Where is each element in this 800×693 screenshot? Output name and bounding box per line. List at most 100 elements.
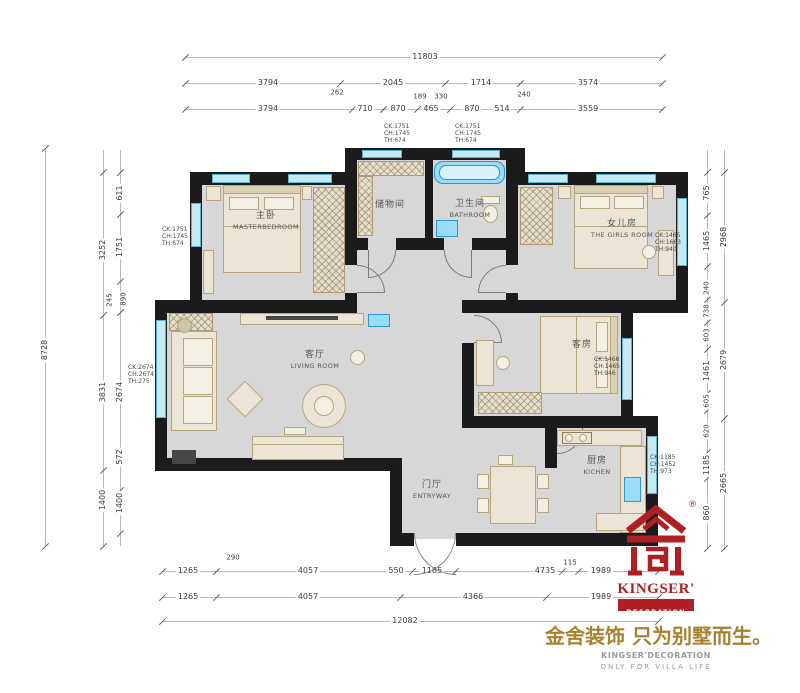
dim-bottom: 115: [561, 558, 579, 567]
wall: [627, 300, 688, 313]
dim-bottom: 1989: [588, 566, 614, 575]
dim-left: 3252: [98, 237, 107, 263]
dim-right: 2968: [719, 224, 728, 250]
piano: [252, 436, 344, 460]
side-table: [350, 350, 365, 365]
window-tag-line: CH:1745: [162, 233, 188, 241]
room-label-kitchen-cn: 厨房: [586, 456, 608, 466]
room-label-entry-en: ENTRYWAY: [412, 491, 452, 500]
window-guest-right: [622, 338, 632, 400]
wall: [155, 458, 402, 471]
dim-tick: [720, 544, 729, 553]
dim-tick: [703, 544, 712, 553]
window-master-top-2: [288, 174, 332, 183]
dim-bottom: 4735: [532, 566, 558, 575]
dim-left: 1400: [115, 490, 124, 516]
dim-right: 620: [702, 422, 711, 440]
window-tag-living-left: CK:2674 CH:2674 TH:275: [128, 364, 154, 386]
dim-right: 603: [702, 326, 711, 344]
kitchen-counter-top: [557, 430, 642, 446]
master-pillow: [229, 197, 259, 210]
master-dresser: [203, 250, 214, 294]
door-leaf-girls: [478, 292, 506, 293]
kingser-emblem: [624, 504, 688, 577]
slogan-en: KINGSER'DECORATION: [601, 651, 711, 660]
dim-bottom: 4057: [295, 566, 321, 575]
room-label-storage-cn: 储物间: [374, 200, 406, 210]
dim-left-total: 8728: [40, 337, 49, 363]
slogan-tag: ONLY FOR VILLA LIFE: [600, 663, 712, 671]
plant: [177, 318, 192, 333]
sofa-cushion: [183, 396, 213, 424]
slogan-cn: 金舍装饰 只为别墅而生。: [545, 624, 772, 648]
coffee-table-inner: [314, 396, 334, 416]
dim-right: 765: [702, 183, 711, 203]
dim-line: [185, 83, 662, 84]
room-label-kitchen: 厨房 KICHEN: [584, 456, 611, 476]
girls-chair: [642, 245, 656, 259]
dim-top: 330: [432, 92, 450, 101]
girls-nightstand-left: [558, 186, 571, 199]
wall: [472, 238, 506, 250]
wall: [462, 300, 627, 313]
dim-tick: [658, 53, 667, 62]
dim-tick: [41, 542, 50, 551]
room-label-master-cn: 主卧: [255, 211, 276, 221]
guest-wardrobe: [478, 392, 542, 414]
dining-chair: [477, 474, 489, 489]
sofa-cushion: [183, 367, 213, 395]
girls-wardrobe: [520, 187, 553, 245]
room-label-living-cn: 客厅: [304, 350, 325, 360]
girls-nightstand-right: [652, 186, 664, 199]
storage-shelf-top: [358, 161, 424, 176]
guest-chair: [496, 356, 510, 370]
window-girls-top-1: [528, 174, 568, 183]
toilet-tank: [481, 196, 500, 204]
dim-top: 710: [355, 104, 375, 113]
wall: [506, 160, 518, 265]
dim-top: 3794: [255, 78, 281, 87]
dim-top: 514: [492, 104, 512, 113]
room-label-bathroom-cn: 卫生间: [454, 199, 486, 209]
room-label-girls: 女儿房 THE GIRLS ROOM: [591, 219, 653, 239]
dim-left: 611: [115, 183, 124, 203]
guest-pillow: [596, 358, 608, 388]
window-tag-line: CK:2674: [128, 364, 154, 371]
guest-pillow: [596, 322, 608, 352]
kitchen-sink: [624, 477, 641, 502]
dim-left: 245: [105, 291, 114, 309]
room-label-bathroom: 卫生间 BATHROOM: [450, 199, 491, 219]
dim-top: 3559: [575, 104, 601, 113]
stove-burner: [565, 434, 573, 442]
dim-left: 2674: [115, 379, 124, 405]
dim-right: 1465: [702, 228, 711, 254]
dim-left: 1400: [98, 487, 107, 513]
master-nightstand-left: [206, 186, 221, 201]
stove-burner: [579, 434, 587, 442]
dim-top: 1714: [468, 78, 494, 87]
brand-name: KINGSER': [617, 581, 695, 597]
window-kitchen-right: [647, 436, 657, 494]
piano-line: [253, 444, 343, 445]
room-label-living-en: LIVING ROOM: [290, 361, 340, 370]
guest-blanket-line: [576, 317, 577, 393]
girls-pillow: [614, 196, 644, 209]
master-bed-headboard: [223, 185, 301, 194]
dim-top: 3574: [575, 78, 601, 87]
window-tag-girls-right: CK:1465 CH:1663 TH:940: [655, 232, 681, 254]
dim-right: 2665: [719, 470, 728, 496]
dim-line: [103, 150, 104, 546]
bath-sink: [436, 220, 458, 237]
dim-right: 738: [702, 302, 711, 320]
window-storage-top: [362, 150, 402, 158]
window-bath-top: [452, 150, 500, 158]
dim-top: 2045: [380, 78, 406, 87]
stove: [562, 432, 592, 444]
dim-line: [162, 597, 658, 598]
wall: [345, 293, 357, 313]
dim-tick: [658, 79, 667, 88]
dining-chair: [537, 498, 549, 513]
dining-chair: [537, 474, 549, 489]
window-tag-master-left: CK:1751 CH:1745 TH:674: [162, 226, 188, 248]
aquarium: [368, 314, 390, 327]
